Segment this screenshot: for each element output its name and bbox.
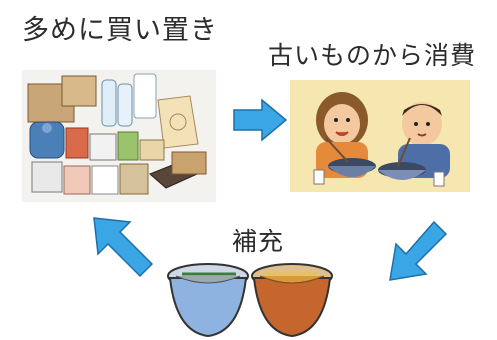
arrow-up-left-icon xyxy=(93,217,154,278)
label-stock: 多めに買い置き xyxy=(22,15,218,46)
stockpile-illustration xyxy=(22,70,216,202)
label-refill: 補充 xyxy=(232,227,285,256)
arrow-down-left-icon xyxy=(389,220,448,281)
arrow-right-icon xyxy=(233,98,288,142)
eating-illustration xyxy=(290,80,470,192)
noodle-bowls-illustration xyxy=(167,263,333,338)
label-consume: 古いものから消費 xyxy=(268,41,477,70)
